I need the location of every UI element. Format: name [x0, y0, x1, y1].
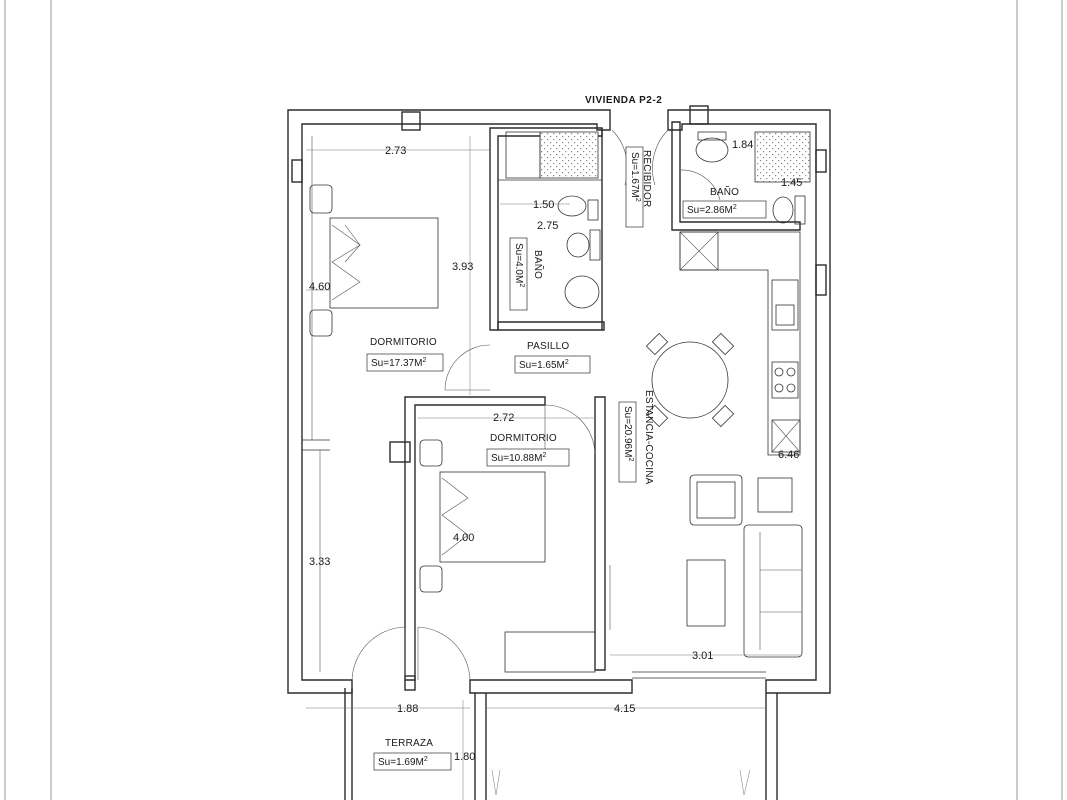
dim-2-73: 2.73: [385, 145, 406, 157]
dim-1-88: 1.88: [397, 703, 418, 715]
dim-4-00: 4.00: [453, 532, 474, 544]
sheet-frame: [4, 0, 1063, 800]
dim-4-60: 4.60: [309, 281, 330, 293]
dimension-labels: 2.73 3.93 4.60 1.50 2.75 1.84 1.45 2.72 …: [309, 139, 802, 763]
dim-3-33: 3.33: [309, 556, 330, 568]
dim-2-72: 2.72: [493, 412, 514, 424]
plan-title: VIVIENDA P2-2: [585, 95, 662, 106]
room-name-bano-2: BAÑO: [710, 185, 739, 198]
dimension-lines: [306, 136, 800, 800]
room-area-estancia-cocina: Su=20.96M2: [622, 406, 634, 461]
room-area-terraza: Su=1.69M2: [378, 756, 428, 768]
room-area-dormitorio-2: Su=10.88M2: [491, 452, 546, 464]
room-name-dormitorio-1: DORMITORIO: [370, 337, 437, 348]
room-area-bano-2: Su=2.86M2: [687, 204, 737, 216]
dim-6-46: 6.46: [778, 449, 799, 461]
dim-4-15: 4.15: [614, 703, 635, 715]
bedroom1-furniture: [309, 136, 439, 672]
dining-table: [645, 332, 735, 428]
dim-1-45: 1.45: [781, 177, 802, 189]
dim-2-75: 2.75: [537, 220, 558, 232]
room-labels: VIVIENDA P2-2 DORMITORIO Su=17.37M2 PASI…: [366, 95, 767, 771]
room-name-terraza: TERRAZA: [385, 738, 433, 749]
room-area-bano-1: Su=4.0M2: [513, 243, 525, 287]
dim-1-50: 1.50: [533, 199, 554, 211]
dim-3-93: 3.93: [452, 261, 473, 273]
dim-1-84: 1.84: [732, 139, 753, 151]
room-area-dormitorio-1: Su=17.37M2: [371, 357, 426, 369]
room-area-pasillo: Su=1.65M2: [519, 359, 569, 371]
room-name-bano-1: BAÑO: [532, 250, 545, 279]
room-area-recibidor: Su=1.67M2: [629, 152, 641, 202]
room-name-dormitorio-2: DORMITORIO: [490, 433, 557, 444]
dim-3-01: 3.01: [692, 650, 713, 662]
bedroom2-furniture: [419, 439, 611, 673]
room-name-recibidor: RECIBIDOR: [641, 150, 652, 207]
dim-1-80: 1.80: [454, 751, 475, 763]
room-name-estancia-cocina: ESTANCIA-COCINA: [643, 390, 654, 485]
bathroom-fixtures: [505, 131, 811, 309]
kitchen-counter: [679, 231, 801, 456]
exterior-walls: [287, 105, 831, 800]
living-furniture: [686, 474, 803, 658]
room-name-pasillo: PASILLO: [527, 341, 569, 352]
